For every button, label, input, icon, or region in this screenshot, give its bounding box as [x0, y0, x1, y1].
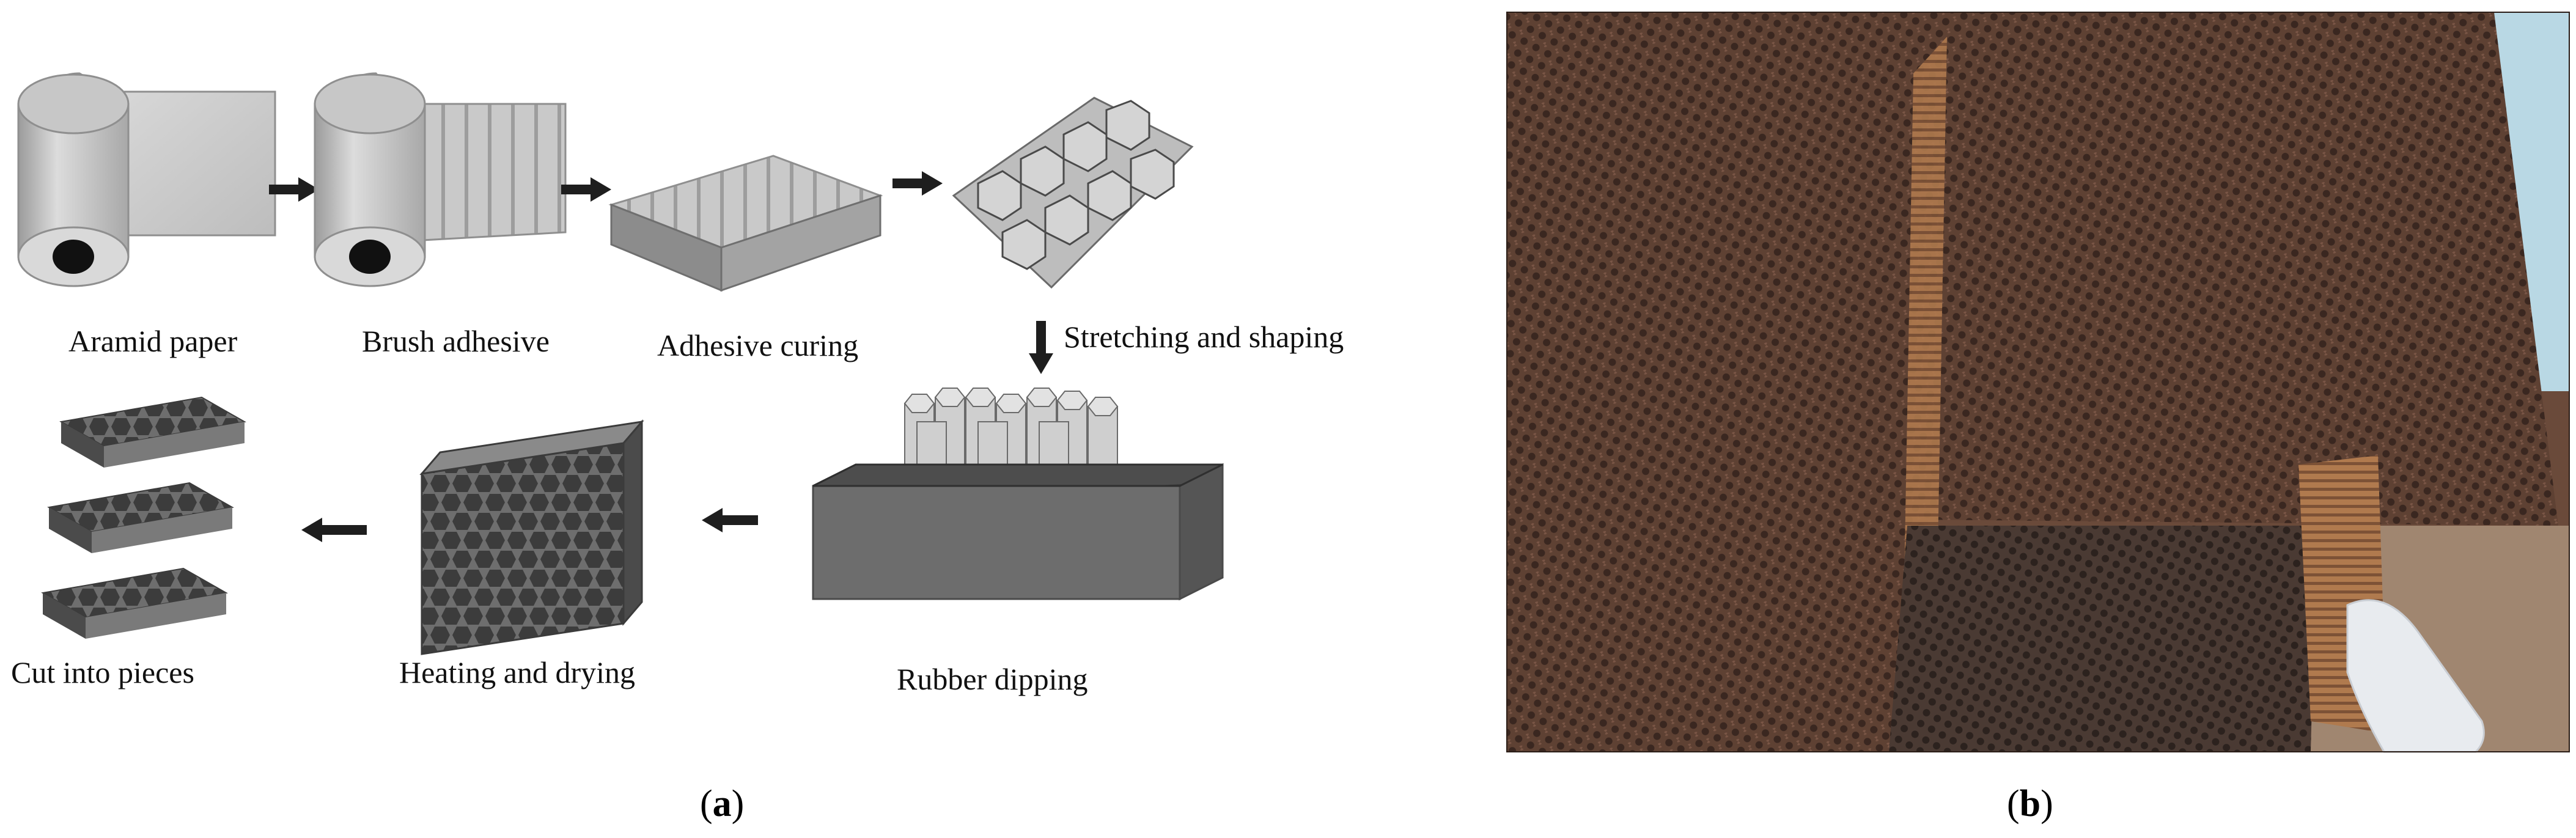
- panel-b-honeycomb-photo: (b): [1506, 12, 2570, 825]
- label-rubber-dipping: Rubber dipping: [897, 662, 1087, 696]
- panel-a-process-diagram: Aramid paper Brush adhesive Adhesive cur…: [11, 72, 1344, 825]
- panel-b-caption-tag: (b): [2007, 783, 2053, 825]
- label-heating-and-drying: Heating and drying: [399, 655, 635, 689]
- stretched-honeycomb-illustration: [952, 97, 1194, 289]
- arrow-right-1: [269, 177, 319, 202]
- arrow-left-2: [301, 518, 367, 542]
- label-cut-into-pieces: Cut into pieces: [11, 655, 194, 689]
- label-stretching-and-shaping: Stretching and shaping: [1064, 320, 1344, 354]
- cut-pieces-illustration: [41, 396, 246, 639]
- rubber-dipping-tank-illustration: [812, 388, 1224, 601]
- heating-drying-block-illustration: [419, 419, 644, 655]
- aramid-paper-roll-illustration: [17, 72, 276, 287]
- arrow-right-2: [561, 177, 611, 202]
- brush-adhesive-roll-illustration: [314, 72, 567, 287]
- arrow-left-1: [702, 508, 758, 532]
- panel-a-caption-tag: (a): [700, 783, 744, 825]
- label-brush-adhesive: Brush adhesive: [362, 324, 550, 358]
- adhesive-curing-slab-illustration: [608, 155, 883, 292]
- label-aramid-paper: Aramid paper: [68, 324, 238, 358]
- label-adhesive-curing: Adhesive curing: [657, 328, 858, 362]
- arrow-right-3: [892, 171, 943, 196]
- arrow-down: [1029, 321, 1053, 374]
